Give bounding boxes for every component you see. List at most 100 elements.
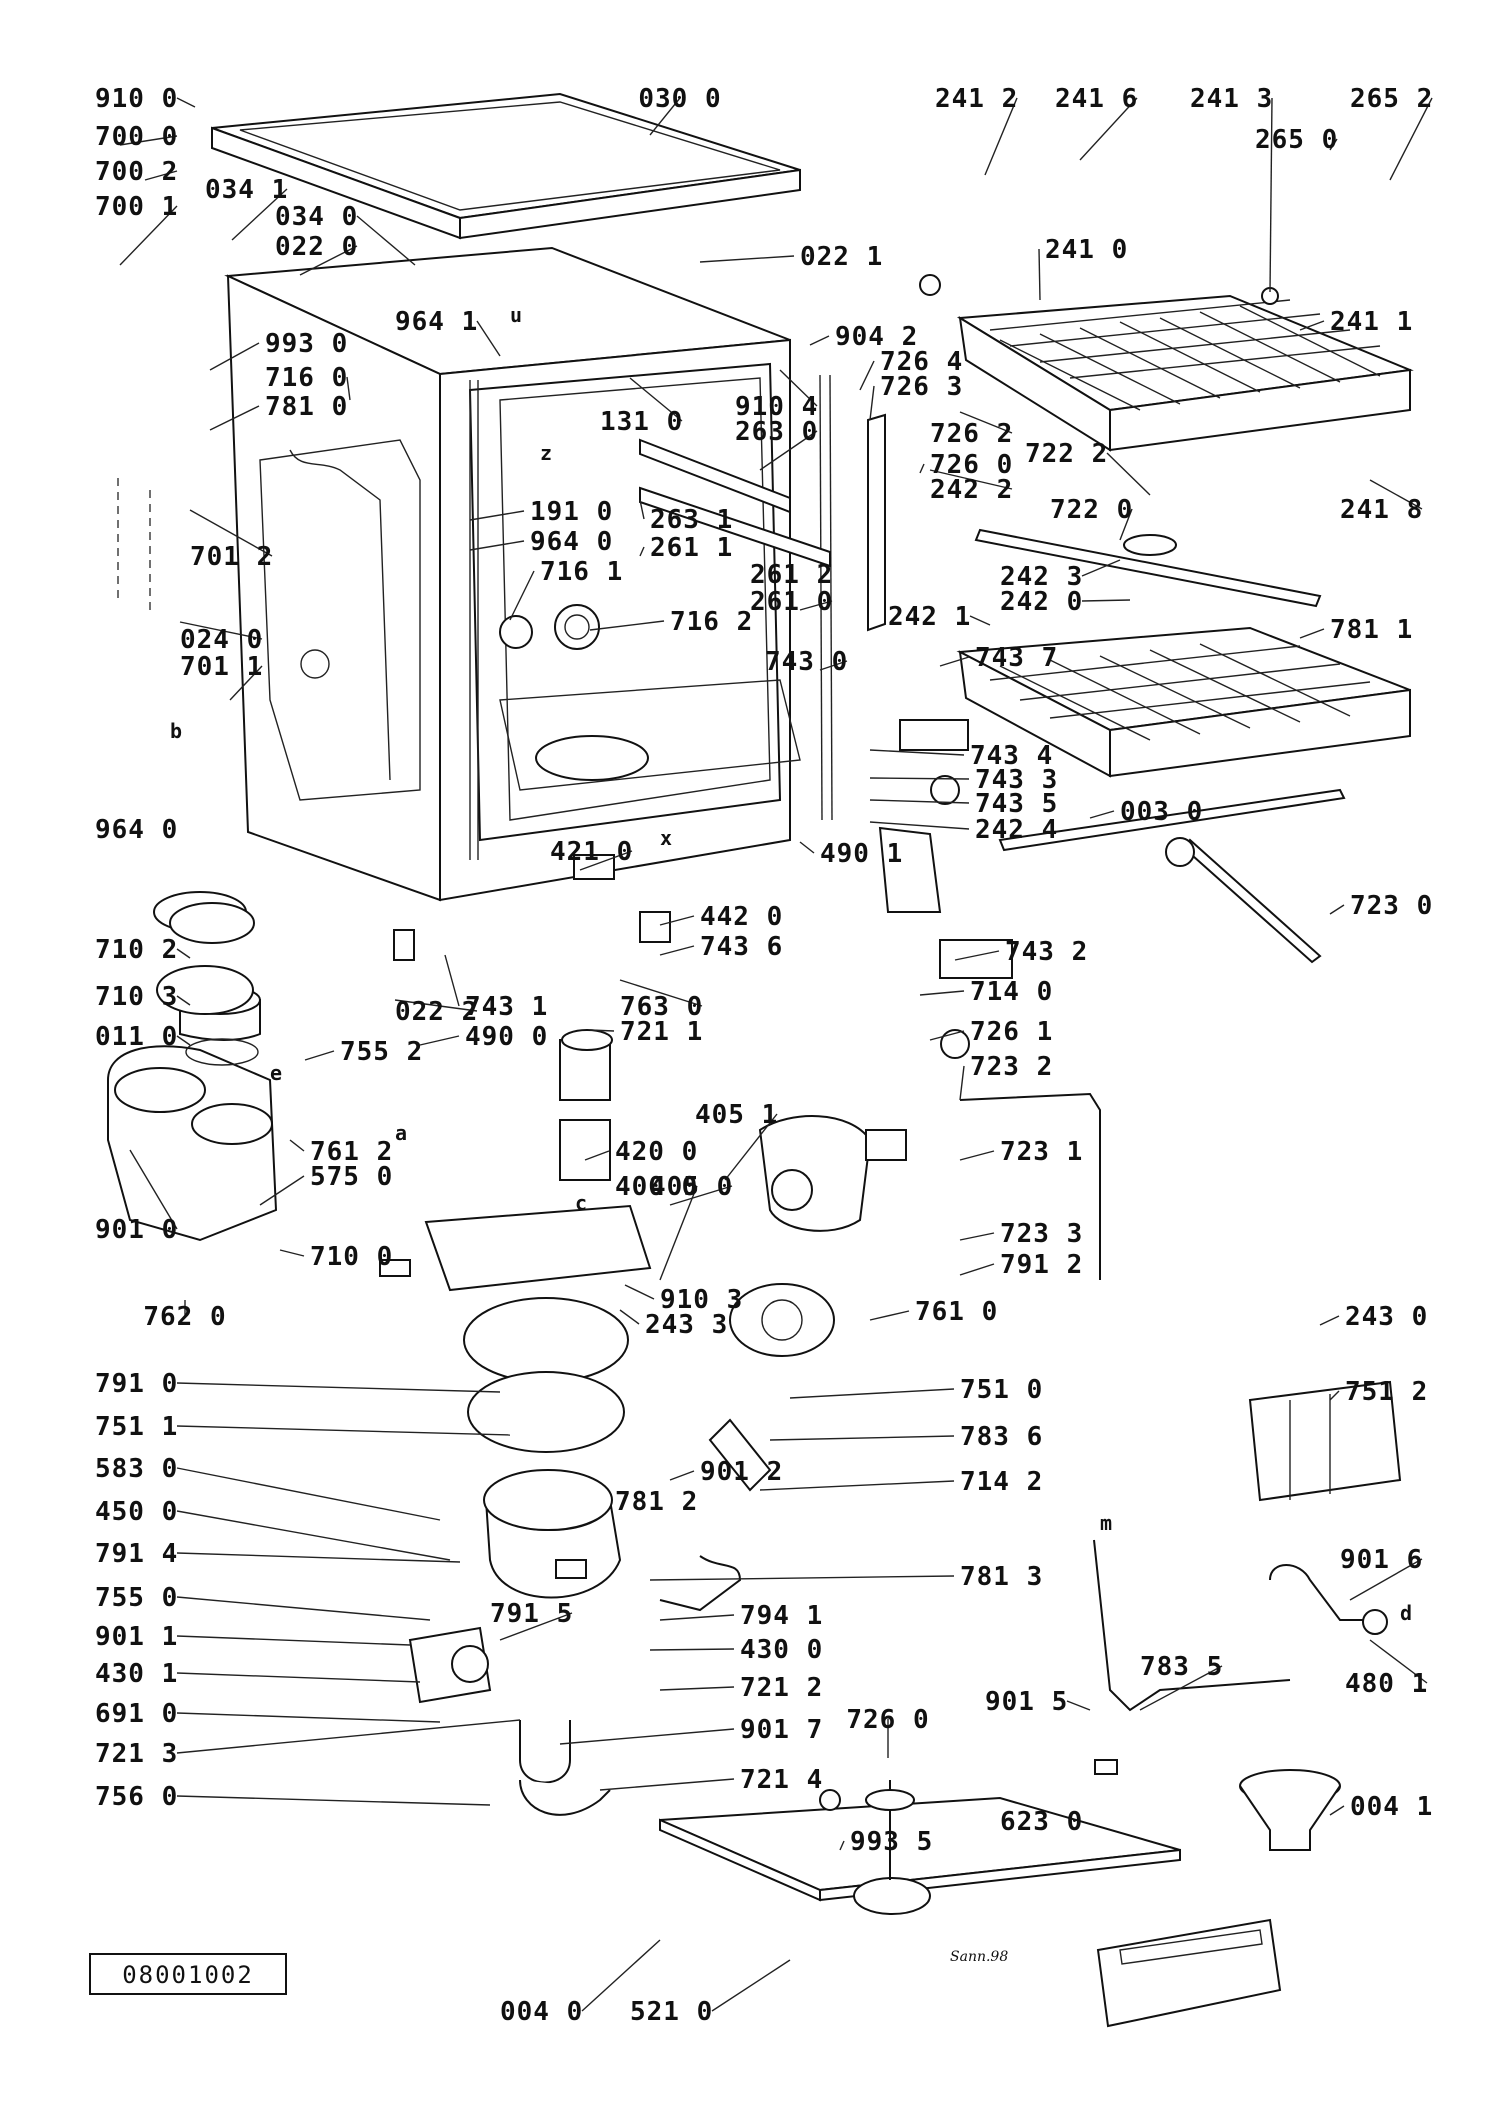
reference-letter: u xyxy=(510,303,522,327)
leader-line xyxy=(419,1035,460,1046)
part-label: 722 2 xyxy=(1025,439,1108,469)
leader-line xyxy=(1269,97,1273,293)
leader-line xyxy=(176,1719,521,1754)
leader-line xyxy=(659,945,695,956)
part-label: 490 1 xyxy=(820,839,903,869)
part-label: 691 0 xyxy=(95,1699,178,1729)
sump-assembly xyxy=(424,1029,652,1599)
leader-line xyxy=(469,510,525,521)
leader-line xyxy=(444,954,460,1007)
leader-line xyxy=(1329,1390,1340,1401)
leader-line xyxy=(669,1470,695,1481)
part-label: 993 5 xyxy=(850,1827,933,1857)
leader-line xyxy=(809,335,830,346)
part-label: 726 0 xyxy=(846,1705,929,1735)
leader-line xyxy=(869,799,970,804)
leader-line xyxy=(1081,559,1121,577)
leader-line xyxy=(769,1435,955,1441)
leader-line xyxy=(1319,1315,1340,1326)
part-label: 263 0 xyxy=(735,417,818,447)
part-label: 710 3 xyxy=(95,982,178,1012)
leader-line xyxy=(839,1840,845,1851)
leader-line xyxy=(639,499,645,520)
part-label: 242 2 xyxy=(930,475,1013,505)
part-label: 701 2 xyxy=(190,542,273,572)
part-label: 261 0 xyxy=(750,587,833,617)
part-label: 791 0 xyxy=(95,1369,178,1399)
basket-rails xyxy=(639,413,886,632)
reference-letter: a xyxy=(395,1121,407,1145)
worktop-lid xyxy=(211,92,801,240)
part-label: 721 2 xyxy=(740,1673,823,1703)
part-label: 241 0 xyxy=(1045,235,1128,265)
leader-line xyxy=(1369,479,1423,510)
part-label: 242 3 xyxy=(1000,562,1083,592)
leader-line xyxy=(649,97,681,136)
part-label: 430 0 xyxy=(740,1635,823,1665)
part-label: 781 2 xyxy=(615,1487,698,1517)
document-id: 08001002 xyxy=(122,1961,254,1989)
part-label: 751 0 xyxy=(960,1375,1043,1405)
part-label: 726 1 xyxy=(970,1017,1053,1047)
part-label: 723 0 xyxy=(1350,891,1433,921)
leader-line xyxy=(1089,810,1115,819)
leader-line xyxy=(869,821,970,830)
leader-line xyxy=(649,1575,955,1581)
left-dash-guides xyxy=(117,478,151,610)
part-label: 003 0 xyxy=(1120,797,1203,827)
reference-letter: d xyxy=(1400,1601,1412,1625)
part-label: 710 2 xyxy=(95,935,178,965)
parts-artwork xyxy=(107,92,1414,2028)
leader-line xyxy=(919,990,965,996)
part-label: 723 2 xyxy=(970,1052,1053,1082)
leader-line xyxy=(176,1672,421,1683)
leader-line xyxy=(1079,97,1138,161)
reference-letter: b xyxy=(170,719,182,743)
leader-line xyxy=(789,1388,955,1399)
part-label: 004 0 xyxy=(500,1997,583,2027)
leader-line xyxy=(394,999,478,1012)
part-label: 756 0 xyxy=(95,1782,178,1812)
part-label: 794 1 xyxy=(740,1601,823,1631)
leader-line xyxy=(819,660,848,671)
leader-line xyxy=(176,1035,191,1046)
leader-line xyxy=(179,621,263,640)
part-label: 783 6 xyxy=(960,1422,1043,1452)
leader-line xyxy=(559,1728,735,1745)
leader-line xyxy=(176,1425,511,1436)
funnel-and-cutlery-basket xyxy=(1239,1380,1402,1851)
part-label: 241 1 xyxy=(1330,307,1413,337)
part-label: 910 0 xyxy=(95,84,178,114)
part-label: 751 1 xyxy=(95,1412,178,1442)
part-label: 726 4 xyxy=(880,347,963,377)
leader-line xyxy=(176,1382,501,1393)
leader-line xyxy=(1369,1639,1428,1684)
leader-line xyxy=(1299,628,1325,639)
leader-line xyxy=(1081,599,1131,602)
part-label: 265 2 xyxy=(1350,84,1433,114)
leader-line xyxy=(129,1149,178,1230)
leader-line xyxy=(584,1150,610,1161)
part-label: 901 0 xyxy=(95,1215,178,1245)
leader-line xyxy=(619,979,703,1007)
part-label: 781 1 xyxy=(1330,615,1413,645)
part-label: 710 0 xyxy=(310,1242,393,1272)
leader-line xyxy=(1139,1665,1223,1711)
signature: Sann.98 xyxy=(950,1949,1008,1965)
leader-lines xyxy=(119,97,1433,2012)
leader-line xyxy=(869,749,965,756)
part-label: 421 0 xyxy=(550,837,633,867)
leader-line xyxy=(589,1029,615,1032)
part-label: 901 1 xyxy=(95,1622,178,1652)
part-label: 242 1 xyxy=(888,602,971,632)
leader-line xyxy=(659,915,695,926)
leader-line xyxy=(711,1959,791,2012)
leader-line xyxy=(959,411,1013,434)
part-label: 743 4 xyxy=(970,741,1053,771)
leader-line xyxy=(659,1185,698,1281)
leader-line xyxy=(356,215,416,266)
part-label: 964 0 xyxy=(530,527,613,557)
